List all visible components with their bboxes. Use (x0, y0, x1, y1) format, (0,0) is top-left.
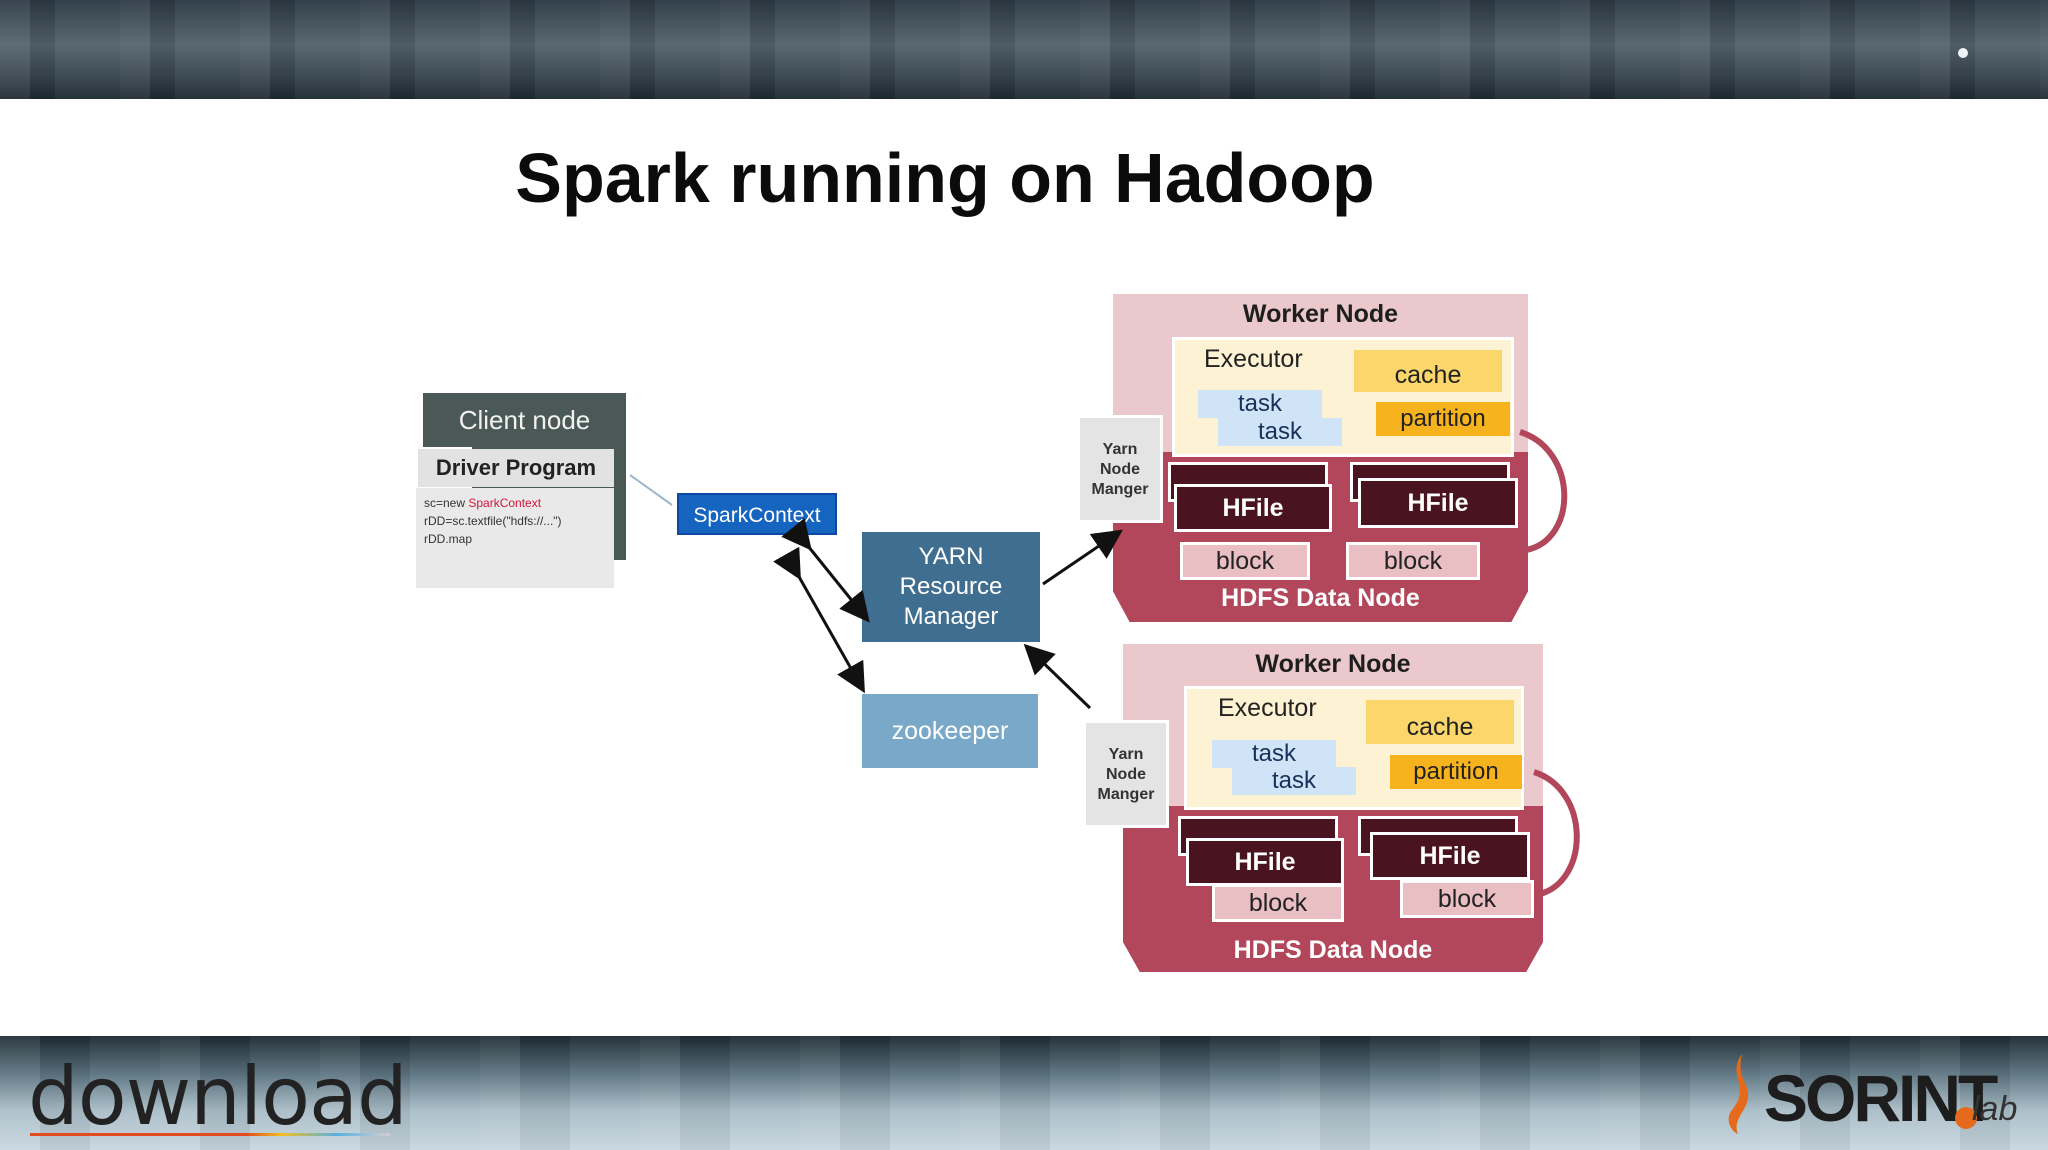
block-2a: block (1212, 884, 1344, 922)
executor-label-1: Executor (1204, 345, 1303, 373)
sorint-lab-suffix: lab (1972, 1090, 2018, 1128)
worker-node-1-title: Worker Node (1242, 300, 1399, 328)
client-to-sparkcontext-line (629, 474, 673, 506)
top-banner-texture (0, 0, 2048, 99)
block-1a: block (1180, 542, 1310, 580)
yarn-to-nodemanager-1-arrow (1042, 529, 1123, 586)
sorint-logo-dot (1955, 1107, 1977, 1129)
download-logo-underline (30, 1133, 390, 1136)
nm1-line-3: Manger (1091, 481, 1149, 498)
yarn-resource-manager-box: YARN Resource Manager (862, 532, 1040, 642)
sorint-flame-icon (1728, 1054, 1749, 1134)
nm2-line-1: Yarn (1108, 746, 1144, 763)
task-1a: task (1198, 390, 1322, 418)
worker-1-loop-arrow (1519, 429, 1568, 553)
code-line-1-prefix: sc=new (424, 496, 469, 510)
top-banner-light-dot (1958, 48, 1968, 58)
worker-node-2-title: Worker Node (1255, 650, 1411, 678)
cache-1: cache (1354, 350, 1502, 392)
bottom-banner (0, 1036, 2048, 1150)
driver-code-box: sc=new SparkContext rDD=sc.textfile("hdf… (416, 488, 614, 588)
code-line-1-highlight: SparkContext (468, 496, 542, 510)
top-banner (0, 0, 2048, 99)
task-2a: task (1212, 740, 1336, 768)
nodemanager-2-to-yarn-arrow (1023, 643, 1092, 710)
cache-2: cache (1366, 700, 1514, 744)
code-line-1: sc=new SparkContext (424, 494, 606, 512)
slide-title: Spark running on Hadoop (515, 139, 1375, 217)
nm2-line-2: Node (1106, 766, 1146, 783)
sparkcontext-zookeeper-arrow (773, 546, 865, 694)
task-2b: task (1232, 767, 1356, 795)
hdfs-data-node-1-label: HDFS Data Node (1221, 584, 1420, 612)
yarn-line-2: Resource (899, 573, 1003, 600)
executor-label-2: Executor (1218, 694, 1317, 722)
client-node-header: Client node (423, 393, 626, 447)
code-line-2: rDD=sc.textfile("hdfs://...") (424, 514, 562, 528)
partition-1: partition (1376, 402, 1510, 436)
hdfs-data-node-2-label: HDFS Data Node (1233, 936, 1433, 964)
task-1b: task (1218, 418, 1342, 446)
yarn-node-manager-2: Yarn Node Manger (1083, 720, 1169, 828)
code-line-3: rDD.map (424, 532, 473, 546)
yarn-line-1: YARN (918, 543, 984, 570)
hfile-2b: HFile (1370, 832, 1530, 880)
block-2b: block (1400, 880, 1534, 918)
hfile-1b: HFile (1358, 478, 1518, 528)
yarn-node-manager-1: Yarn Node Manger (1077, 415, 1163, 523)
nm1-line-2: Node (1100, 461, 1140, 478)
driver-program-header: Driver Program (418, 449, 614, 487)
nm2-line-3: Manger (1097, 786, 1155, 803)
hfile-1a: HFile (1174, 484, 1332, 532)
worker-2-loop-arrow (1532, 769, 1580, 897)
partition-2: partition (1390, 755, 1522, 789)
download-logo: download (28, 1050, 408, 1143)
zookeeper-box: zookeeper (862, 694, 1038, 768)
nm1-line-1: Yarn (1102, 441, 1138, 458)
yarn-line-3: Manager (903, 603, 999, 630)
block-1b: block (1346, 542, 1480, 580)
bottom-banner-texture (0, 1036, 2048, 1150)
